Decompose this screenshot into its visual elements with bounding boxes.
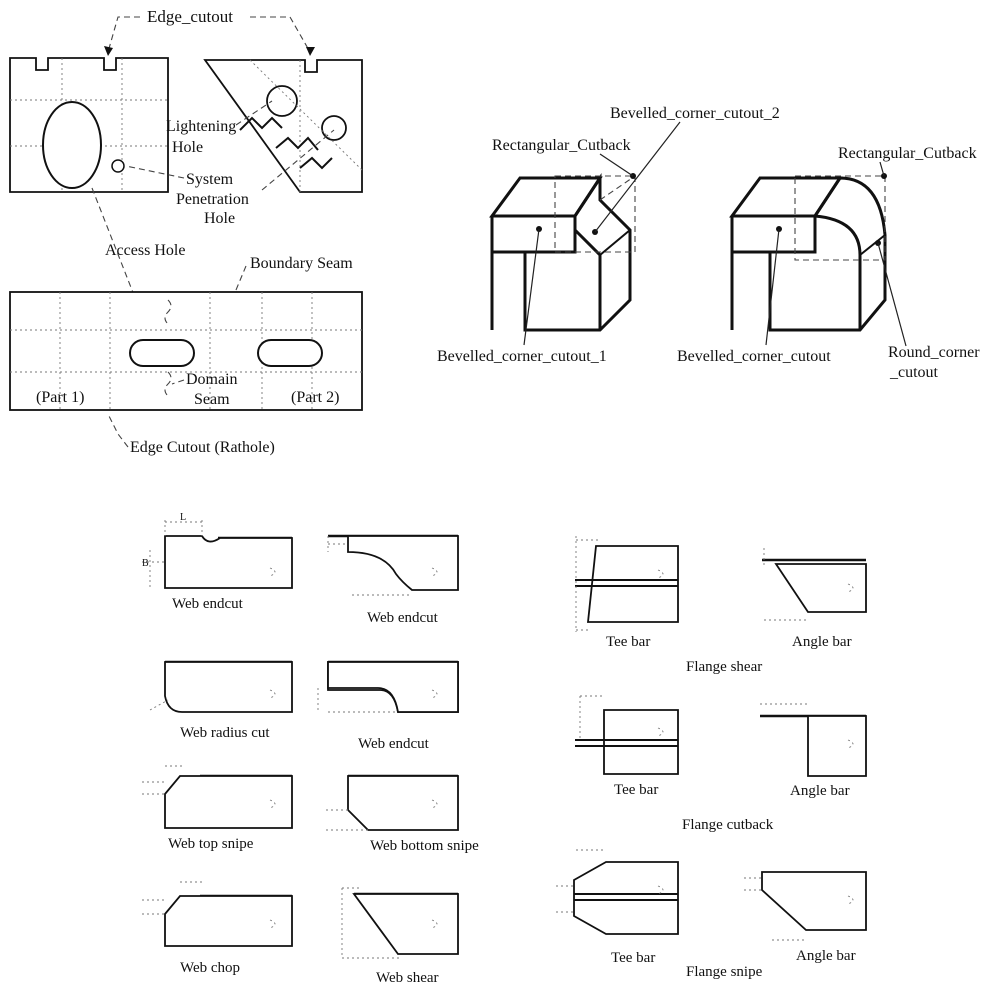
web-panel-1: L B Web endcut (142, 512, 293, 612)
flange-group-cutback: Tee bar Angle bar Flange cutback (575, 695, 867, 833)
rectangular-cutback-right-label: Rectangular_Cutback (838, 145, 977, 162)
web-panel-4-caption: Web endcut (358, 736, 430, 752)
part2-label: (Part 2) (291, 389, 339, 406)
web-panel-2-caption: Web endcut (367, 610, 439, 626)
access-hole-slot-2 (257, 339, 323, 367)
lightening-hole-label-2: Hole (172, 139, 203, 156)
edge-cutout-label: Edge_cutout (147, 7, 233, 26)
flange-cutback-left-caption: Tee bar (614, 782, 658, 798)
web-panel-7: Web chop (142, 881, 293, 976)
flange-snipe-title: Flange snipe (686, 964, 763, 980)
bracket-plate (203, 59, 363, 193)
left-plate (9, 57, 169, 193)
edge-cutout-rathole-label: Edge Cutout (Rathole) (130, 439, 275, 456)
flange-group-snipe: Tee bar Angle bar Flange snipe (556, 849, 867, 980)
rectangular-cutback-left-label: Rectangular_Cutback (492, 137, 631, 154)
flange-cutback-right-caption: Angle bar (790, 783, 850, 799)
bevelled-corner-cutout-2-label: Bevelled_corner_cutout_2 (610, 105, 780, 122)
system-penetration-label-1: System (186, 171, 234, 188)
svg-text:L: L (180, 512, 186, 523)
bevel-block-left (489, 172, 636, 332)
svg-text:B: B (142, 558, 149, 569)
flange-shear-right-caption: Angle bar (792, 634, 852, 650)
round-corner-cutout-label-2: _cutout (889, 364, 939, 381)
round-block-right (729, 173, 887, 332)
access-hole-slot-1 (129, 339, 195, 367)
web-panel-8: Web shear (341, 887, 459, 986)
web-panel-6-caption: Web bottom snipe (370, 838, 479, 854)
web-panel-8-caption: Web shear (376, 970, 439, 986)
plate-features-figure: Edge_cutout Lightening Hole System Penet… (9, 7, 363, 456)
flange-snipe-right-caption: Angle bar (796, 948, 856, 964)
web-panels-figure: L B Web endcut Web endcut Web radius cut (142, 512, 479, 986)
domain-seam-label-2: Seam (194, 391, 230, 408)
flange-cuts-figure: Tee bar Angle bar Flange shear Tee bar A… (556, 536, 867, 980)
lightening-hole-label-1: Lightening (166, 118, 236, 135)
web-panel-2: Web endcut (327, 534, 459, 626)
flange-group-shear: Tee bar Angle bar Flange shear (575, 536, 867, 675)
system-penetration-label-3: Hole (204, 210, 235, 227)
web-panel-3: Web radius cut (149, 660, 293, 741)
bevelled-corner-cutout-1-label: Bevelled_corner_cutout_1 (437, 348, 607, 365)
long-plate (9, 291, 363, 411)
boundary-seam-label: Boundary Seam (250, 255, 353, 272)
web-panel-5: Web top snipe (142, 765, 293, 852)
system-penetration-label-2: Penetration (176, 191, 249, 208)
web-panel-7-caption: Web chop (180, 960, 240, 976)
domain-seam-label-1: Domain (186, 371, 238, 388)
bevelled-corner-cutout-label: Bevelled_corner_cutout (677, 348, 831, 365)
web-panel-6: Web bottom snipe (326, 774, 479, 854)
web-panel-1-caption: Web endcut (172, 596, 244, 612)
web-panel-5-caption: Web top snipe (168, 836, 254, 852)
web-panel-4: Web endcut (317, 660, 459, 752)
flange-snipe-left-caption: Tee bar (611, 950, 655, 966)
flange-shear-left-caption: Tee bar (606, 634, 650, 650)
part1-label: (Part 1) (36, 389, 84, 406)
flange-cutback-title: Flange cutback (682, 817, 774, 833)
round-corner-cutout-label-1: Round_corner (888, 344, 980, 361)
access-hole-label: Access Hole (105, 242, 185, 259)
access-hole-oval (42, 101, 102, 189)
penetration-hole-small (111, 159, 125, 173)
corner-cutouts-figure: Bevelled_corner_cutout_2 Rectangular_Cut… (437, 105, 980, 381)
web-panel-3-caption: Web radius cut (180, 725, 270, 741)
flange-shear-title: Flange shear (686, 659, 762, 675)
